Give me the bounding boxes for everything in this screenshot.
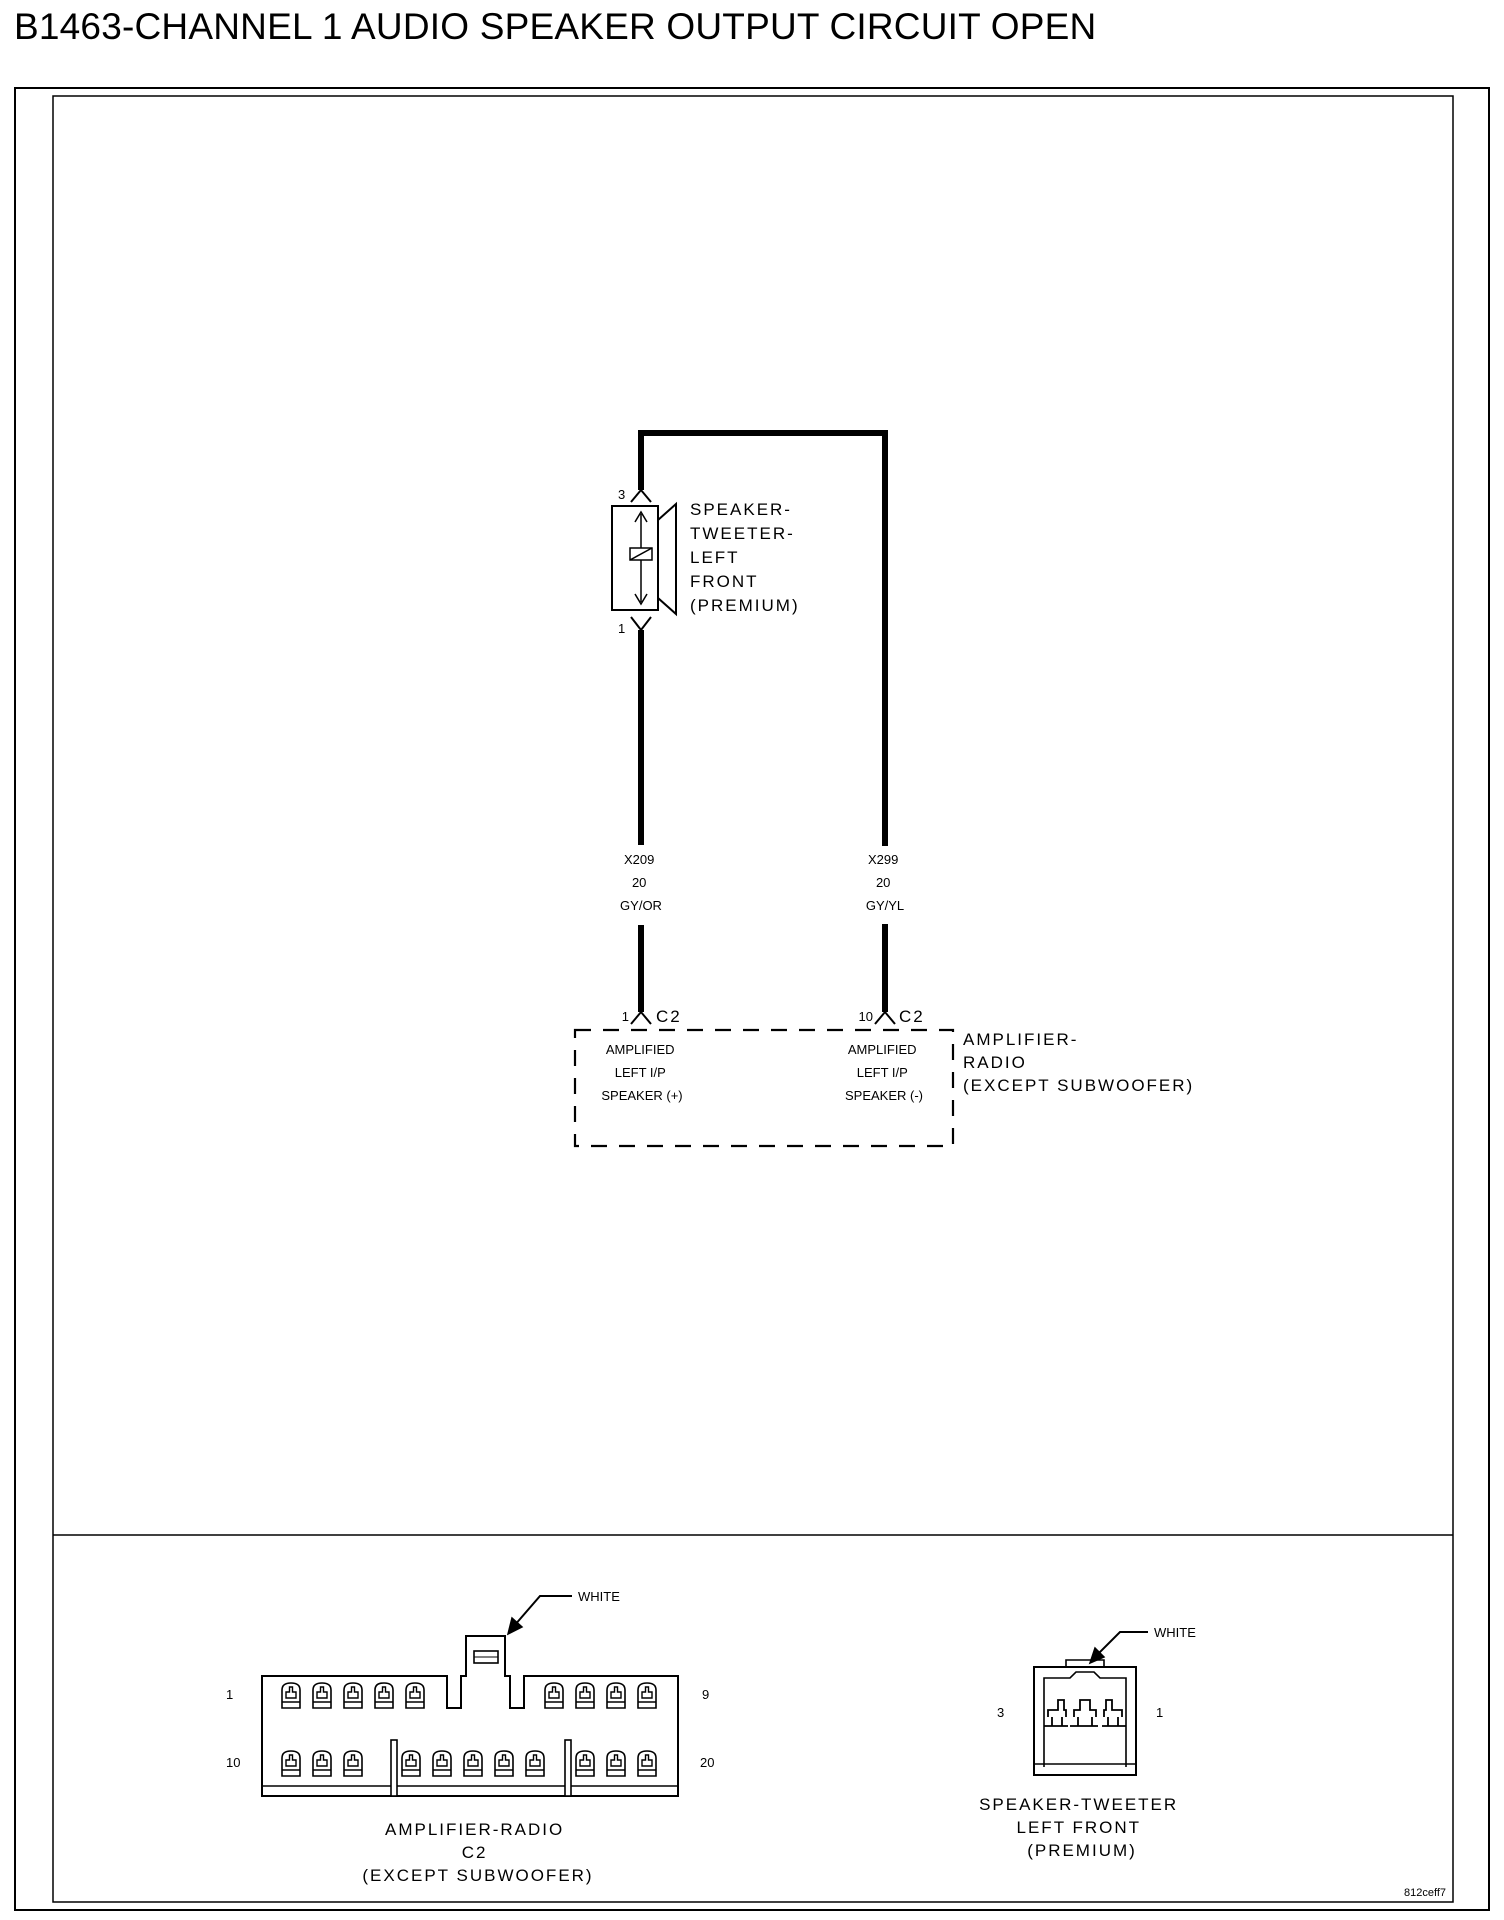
amp-pin10-function: AMPLIFIED LEFT I/P SPEAKER (-) — [845, 1042, 923, 1103]
amp-c2-pin-label-20: 20 — [700, 1755, 714, 1770]
amp-c2-pin-label-9: 9 — [702, 1687, 709, 1702]
outer-frame — [14, 87, 1490, 1911]
amp-c2-connector-face — [261, 1635, 679, 1797]
amp-pin1-terminal — [630, 1010, 652, 1025]
tweeter-connector-cavities — [1044, 1699, 1126, 1727]
figure-id: 812ceff7 — [1404, 1887, 1446, 1899]
amp-pin10-connector: C2 — [899, 1007, 925, 1026]
tweeter-callout-leader — [1095, 1631, 1148, 1657]
inner-frame — [52, 95, 1454, 1903]
tweeter-pin1-terminal — [630, 616, 652, 632]
wire-loop-top — [638, 430, 888, 1012]
wire-x209-label: X209 20 GY/OR — [620, 852, 662, 913]
tweeter-connector-pin-label-1: 1 — [1156, 1705, 1163, 1720]
amp-c2-pin-label-10: 10 — [226, 1755, 240, 1770]
amp-pin1-connector: C2 — [656, 1007, 682, 1026]
tweeter-pin3-terminal — [630, 488, 652, 503]
amp-c2-callout-arrow — [506, 1616, 524, 1636]
tweeter-pin1-label: 1 — [618, 621, 625, 636]
tweeter-connector-name: SPEAKER-TWEETER LEFT FRONT (PREMIUM) — [979, 1795, 1185, 1860]
tweeter-name: SPEAKER- TWEETER- LEFT FRONT (PREMIUM) — [690, 500, 802, 615]
amp-pin1-number: 1 — [622, 1009, 629, 1024]
amp-c2-pin-label-1: 1 — [226, 1687, 233, 1702]
tweeter-connector-face — [1033, 1659, 1137, 1776]
amplifier-radio-box — [573, 1028, 955, 1148]
amp-c2-callout-leader — [513, 1595, 572, 1627]
amp-c2-color-callout: WHITE — [578, 1589, 620, 1604]
tweeter-symbol — [611, 501, 677, 617]
wire-x299-label: X299 20 GY/YL — [866, 852, 904, 913]
tweeter-connector-pin-label-3: 3 — [997, 1705, 1004, 1720]
amp-pin10-terminal — [874, 1010, 896, 1025]
page-title: B1463-CHANNEL 1 AUDIO SPEAKER OUTPUT CIR… — [14, 6, 1097, 47]
tweeter-callout-arrow — [1088, 1646, 1106, 1665]
amp-c2-name: AMPLIFIER-RADIO C2 (EXCEPT SUBWOOFER) — [362, 1820, 593, 1885]
tweeter-connector-color-callout: WHITE — [1154, 1625, 1196, 1640]
amp-pin10-number: 10 — [859, 1009, 873, 1024]
tweeter-pin3-label: 3 — [618, 487, 625, 502]
amp-pin1-function: AMPLIFIED LEFT I/P SPEAKER (+) — [601, 1042, 682, 1103]
amplifier-name: AMPLIFIER- RADIO (EXCEPT SUBWOOFER) — [963, 1030, 1194, 1095]
